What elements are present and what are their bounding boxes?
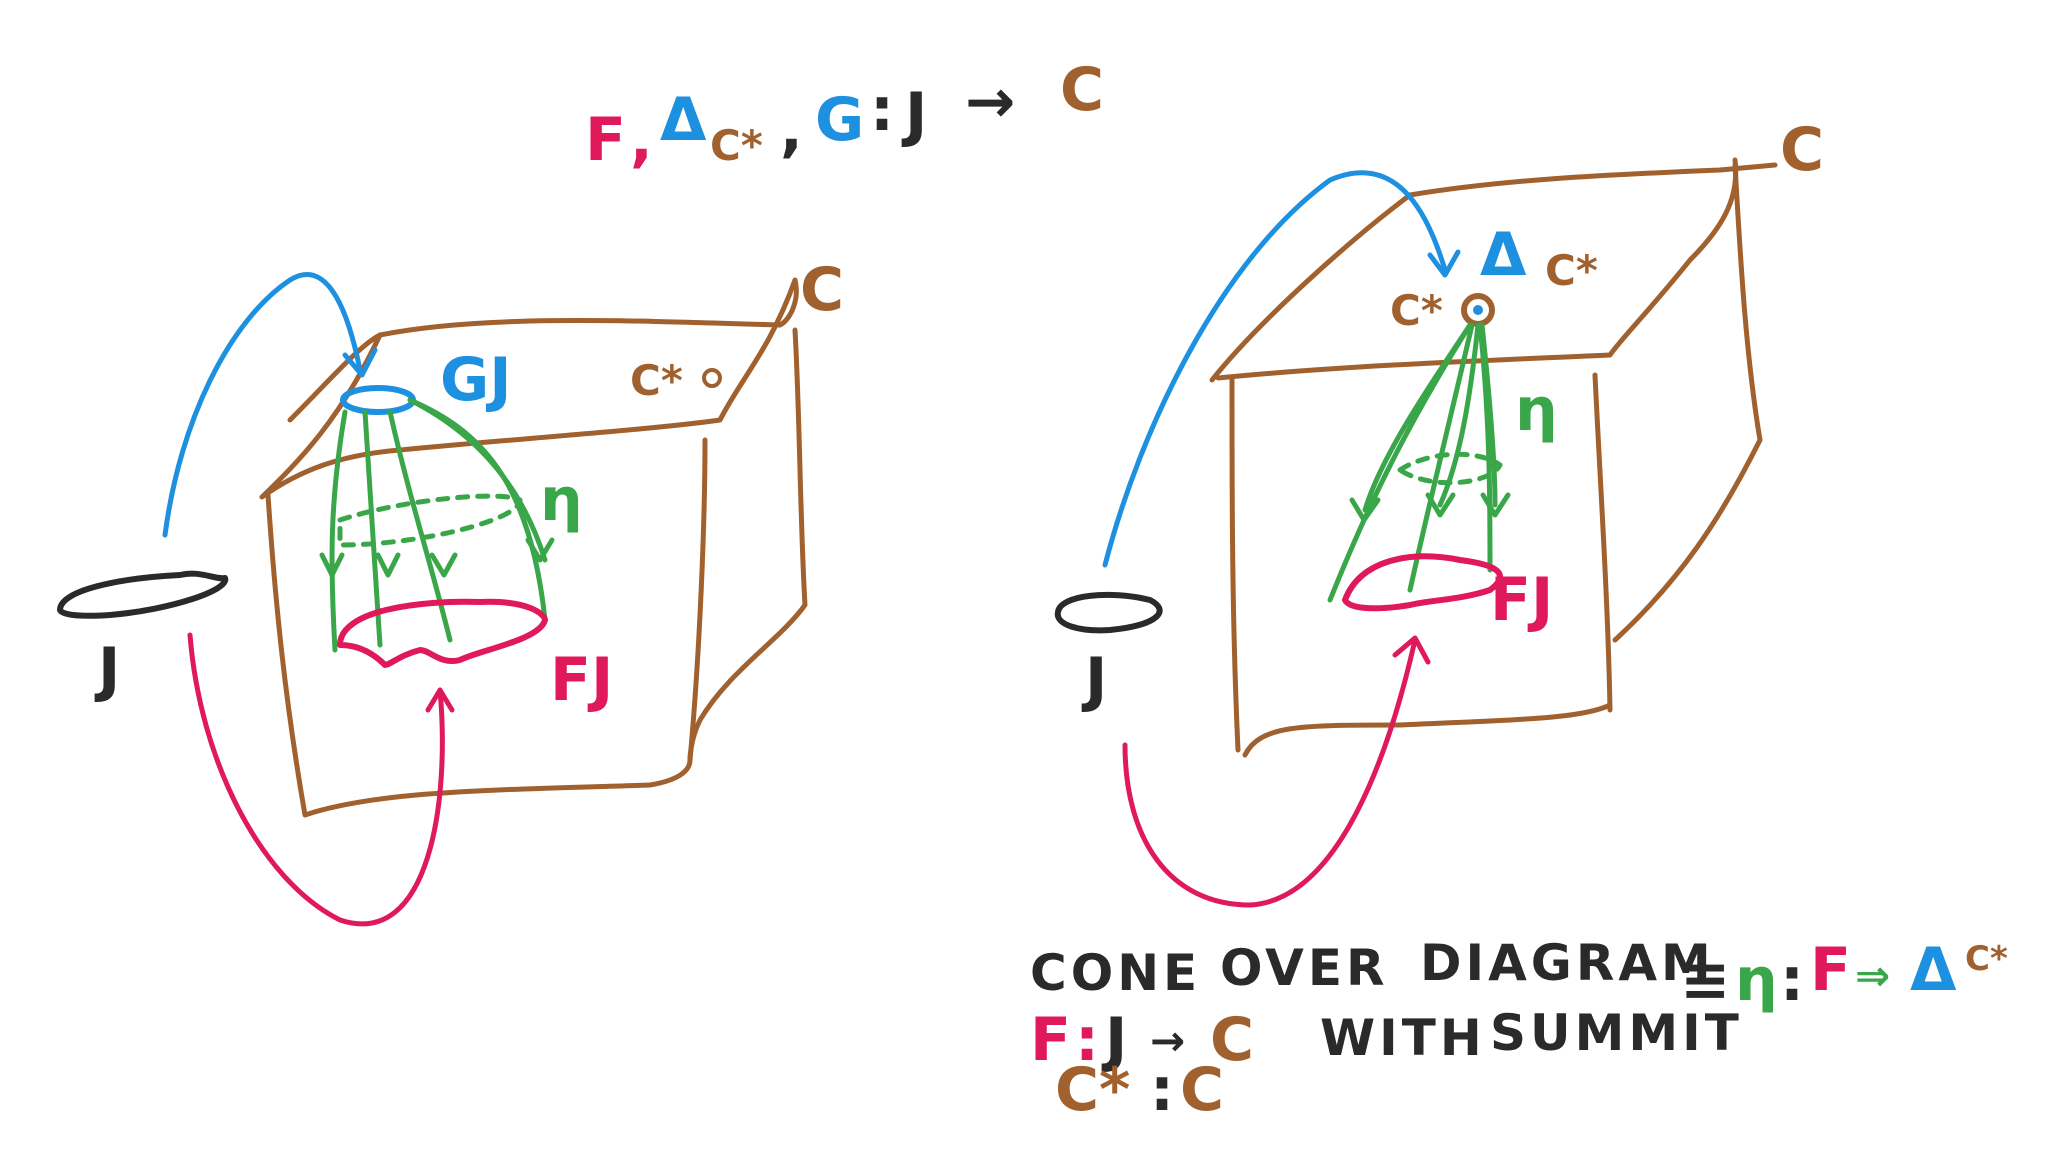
- header-formula: F , Δ C* , G : J → C: [585, 55, 1104, 175]
- right-fj-label: FJ: [1490, 565, 1553, 635]
- header-g: G: [815, 85, 864, 155]
- left-fj-shape: FJ: [337, 598, 613, 715]
- right-j-label: J: [1081, 645, 1107, 715]
- caption-line3-cstar: C*: [1055, 1055, 1130, 1125]
- caption-cone: CONE: [1030, 944, 1201, 1002]
- left-j-object: J: [57, 570, 229, 705]
- caption-delta-sub: C*: [1965, 939, 2008, 979]
- left-f-arrow: [187, 632, 455, 927]
- caption-summit: SUMMIT: [1490, 1004, 1743, 1062]
- left-cstar-point: C*: [630, 356, 683, 405]
- left-j-label: J: [94, 635, 120, 705]
- header-colon: :: [870, 75, 894, 145]
- caption-line3-colon: :: [1150, 1055, 1174, 1125]
- header-arrow: →: [965, 67, 1015, 137]
- right-eta-label: η: [1515, 375, 1558, 445]
- caption-with: WITH: [1320, 1009, 1486, 1067]
- caption-delta: Δ: [1910, 935, 1957, 1005]
- left-eta-label: η: [540, 465, 583, 535]
- right-j-object: J: [1054, 591, 1163, 715]
- caption-equiv: ≡: [1680, 945, 1730, 1015]
- right-delta-label: Δ: [1480, 220, 1527, 290]
- left-cstar-dot: [702, 368, 722, 388]
- left-gj-g: GJ: [440, 345, 512, 415]
- caption-eta: η: [1735, 945, 1778, 1015]
- right-category-label: C: [1780, 115, 1824, 185]
- right-eta-cone: η: [1327, 322, 1558, 603]
- caption-line2-colon: :: [1075, 1005, 1099, 1075]
- right-g-arrow: Δ C* C*: [1102, 170, 1598, 568]
- caption-over: OVER: [1220, 939, 1389, 997]
- header-c: C: [1060, 55, 1104, 125]
- left-g-arrow: GJ: [162, 272, 512, 538]
- caption-diagram: DIAGRAM: [1420, 934, 1715, 992]
- left-gj-disc: [340, 385, 416, 415]
- caption-colon: :: [1780, 945, 1804, 1015]
- right-delta-sub: C*: [1545, 246, 1598, 295]
- right-cstar-dot: [1473, 305, 1483, 315]
- right-f-arrow: [1122, 635, 1431, 908]
- right-fj-shape: FJ: [1342, 553, 1553, 635]
- left-category-box: C: [259, 255, 844, 818]
- caption-line3-c: C: [1180, 1055, 1224, 1125]
- left-category-label: C: [800, 255, 844, 325]
- caption-line2-c: C: [1210, 1005, 1254, 1075]
- caption-line2-j: J: [1101, 1005, 1127, 1075]
- caption-line2-f: F: [1030, 1005, 1071, 1075]
- header-delta: Δ: [660, 85, 707, 155]
- caption-implies: ⇒: [1855, 951, 1890, 1000]
- header-comma2: ,: [780, 95, 803, 165]
- left-fj-label: FJ: [550, 645, 613, 715]
- caption: CONE OVER DIAGRAM ≡ η : F ⇒ Δ C* F : J →…: [1030, 934, 2008, 1125]
- right-cstar-point: C*: [1390, 286, 1443, 335]
- header-comma1: ,: [630, 105, 653, 175]
- left-eta-cone: η: [319, 397, 583, 653]
- header-f: F: [585, 105, 626, 175]
- caption-line2-arrow: →: [1150, 1016, 1185, 1065]
- right-category-box: C: [1209, 115, 1824, 758]
- caption-f: F: [1810, 935, 1851, 1005]
- header-j: J: [901, 80, 927, 150]
- header-delta-sub: C*: [710, 121, 763, 170]
